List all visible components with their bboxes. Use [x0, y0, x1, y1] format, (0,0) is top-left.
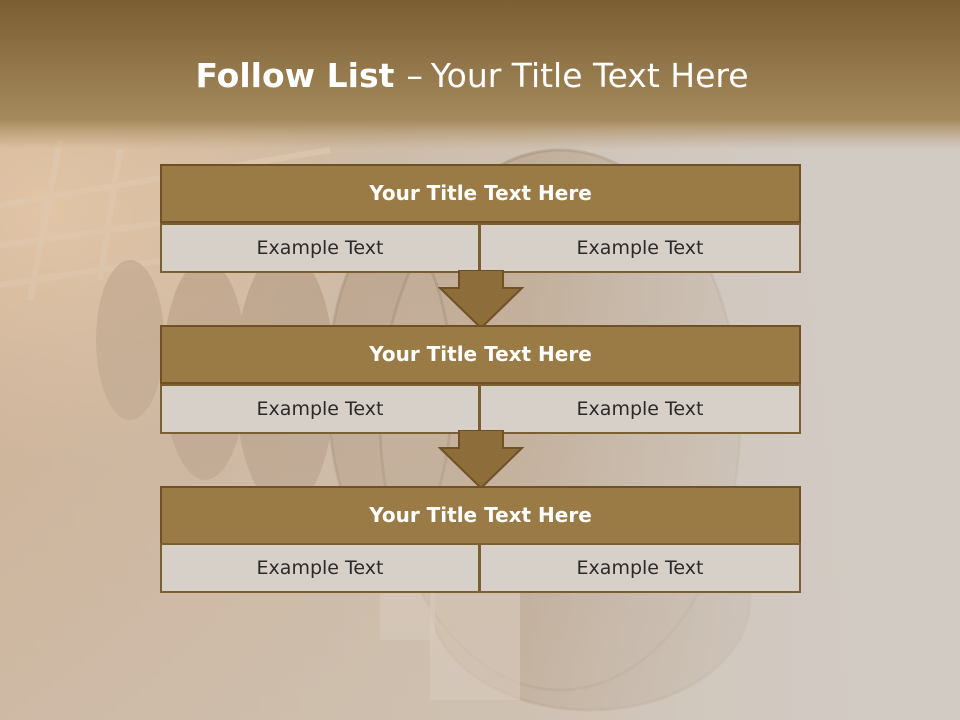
slide-title: Follow List–Your Title Text Here: [0, 54, 944, 98]
block-cell-right: Example Text: [479, 384, 801, 434]
block-cell-right: Example Text: [479, 223, 801, 273]
block-cell-left: Example Text: [160, 223, 480, 273]
slide-title-rest: Your Title Text Here: [430, 56, 749, 95]
block-cell-right: Example Text: [479, 543, 801, 593]
block-cell-left: Example Text: [160, 384, 480, 434]
down-arrow-icon: [438, 430, 524, 490]
slide-title-bold: Follow List: [195, 56, 395, 95]
block-header: Your Title Text Here: [160, 164, 801, 223]
slide-title-separator: –: [406, 56, 423, 95]
down-arrow-icon: [438, 270, 524, 330]
title-band: [0, 0, 960, 150]
block-header: Your Title Text Here: [160, 325, 801, 384]
block-header: Your Title Text Here: [160, 486, 801, 545]
block-cell-left: Example Text: [160, 543, 480, 593]
